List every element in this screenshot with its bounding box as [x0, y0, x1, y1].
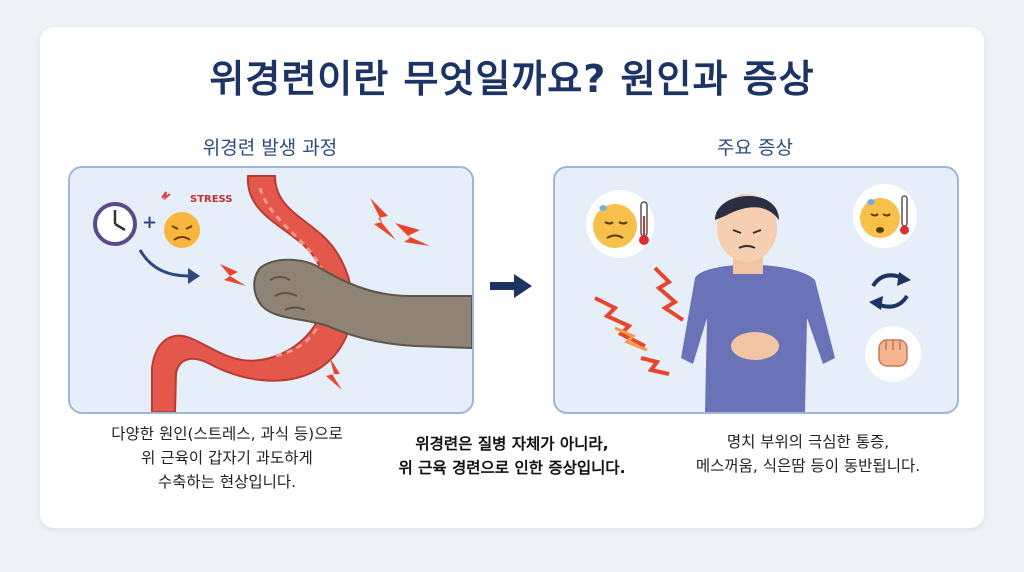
- curved-arrow-icon: [138, 249, 189, 278]
- symptoms-panel: [553, 166, 959, 414]
- stress-label: STRESS: [190, 194, 233, 205]
- left-panel-heading: 위경련 발생 과정: [202, 137, 338, 159]
- plus-sign: +: [142, 212, 158, 233]
- stressed-face-icon: [853, 184, 917, 248]
- cramp-process-panel: STRESS +: [68, 166, 474, 414]
- right-caption: 명치 부위의 극심한 통증, 메스꺼움, 식은땀 등이 동반됩니다.: [695, 433, 921, 475]
- clock-icon: [93, 202, 137, 246]
- patient-illustration: [586, 184, 921, 412]
- stressed-face-icon: [161, 191, 200, 248]
- fist-icon: [865, 326, 921, 382]
- page-title: 위경련이란 무엇일까요? 원인과 증상: [209, 57, 815, 101]
- right-panel-heading: 주요 증상: [717, 137, 793, 159]
- left-caption: 다양한 원인(스트레스, 과식 등)으로 위 근육이 갑자기 과도하게 수축하는…: [111, 425, 343, 491]
- stomach-illustration: [93, 175, 472, 412]
- center-caption: 위경련은 질병 자체가 아니라, 위 근육 경련으로 인한 증상입니다.: [398, 435, 626, 477]
- right-arrow-icon: [490, 274, 532, 298]
- thermometer-icon: [639, 201, 649, 245]
- sweating-face-icon: [586, 190, 654, 258]
